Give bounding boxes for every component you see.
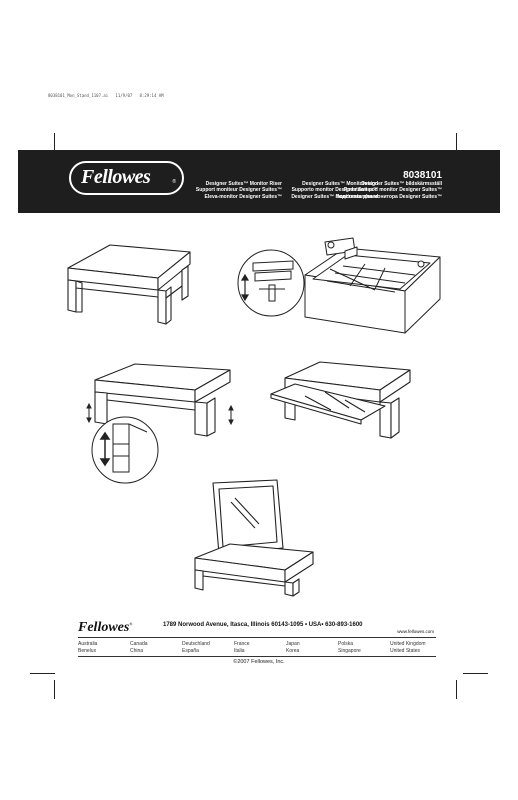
product-name: Designer Suites™ Monitorstand <box>302 181 378 187</box>
product-names-col-2: Designer Suites™ Monitorstand Supporto m… <box>291 181 378 200</box>
crop-mark-top-left-v <box>54 133 55 152</box>
country-column: Australia Benelux <box>78 641 97 655</box>
illustration-riser-assembled <box>67 244 191 325</box>
illustration-height-adjust <box>86 363 234 484</box>
crop-mark-bottom-left-v <box>54 680 55 699</box>
country-name: United States <box>390 648 421 654</box>
product-names-col-3: Designer Suites™ bildskärmsställ Podstaw… <box>336 181 442 200</box>
country-column: Polska Singapore <box>338 641 361 655</box>
model-number: 8038101 <box>403 170 442 181</box>
product-name: Supporto monitor Designer Suites™ <box>291 187 378 194</box>
illustration-riser-flipped <box>237 237 441 334</box>
product-name: Designer Suites™ Monitor Riser <box>205 181 282 187</box>
crop-mark-bottom-left-h <box>30 673 55 674</box>
product-name: Eleva-monitor Designer Suites™ <box>204 193 282 200</box>
country-column: Deutschland España <box>182 641 210 655</box>
country-column: United Kingdom United States <box>390 641 426 655</box>
country-column: France Italia <box>234 641 250 655</box>
footer-logo-registered-mark: ® <box>129 621 133 627</box>
illustration-monitor-on-riser <box>194 479 314 597</box>
product-names-col-1: Designer Suites™ Monitor Riser Support m… <box>196 181 282 200</box>
country-name: United Kingdom <box>390 641 426 647</box>
website-url[interactable]: www.fellowes.com <box>397 629 434 634</box>
logo-registered-mark: ® <box>172 179 176 185</box>
product-name: Подставка для монитора Designer Suites™ <box>335 193 442 200</box>
country-name: Polska <box>338 641 354 647</box>
logo-text: Fellowes <box>81 166 151 188</box>
country-name: France <box>234 641 250 647</box>
company-address: 1789 Norwood Avenue, Itasca, Illinois 60… <box>163 622 363 628</box>
footer-rule-bottom <box>78 656 436 657</box>
product-name: Designer Suites™ monitorstandaard <box>291 193 378 200</box>
country-column: Japan Korea <box>286 641 300 655</box>
country-name: Italia <box>234 648 245 654</box>
product-name: Podstawa pod monitor Designer Suites™ <box>343 187 442 194</box>
crop-mark-bottom-right-h <box>463 673 488 674</box>
country-name: Benelux <box>78 648 97 654</box>
country-name: Japan <box>286 641 300 647</box>
country-name: China <box>130 648 144 654</box>
file-header: 8038101_Mon_Stand_1107.ai 11/9/07 8:29:1… <box>48 93 164 98</box>
product-name: Designer Suites™ bildskärmsställ <box>361 181 442 187</box>
crop-mark-bottom-right-v <box>456 680 457 699</box>
header-band: Fellowes ® Designer Suites™ Monitor Rise… <box>18 150 500 213</box>
illustration-drawer-open <box>270 361 411 439</box>
fellowes-logo: Fellowes ® <box>69 161 184 195</box>
footer-logo: Fellowes® <box>78 620 132 636</box>
country-name: Korea <box>286 648 300 654</box>
country-name: Canada <box>130 641 148 647</box>
footer-logo-text: Fellowes <box>78 620 130 635</box>
product-name: Support moniteur Designer Suites™ <box>195 187 282 194</box>
country-name: España <box>182 648 199 654</box>
country-column: Canada China <box>130 641 148 655</box>
copyright: ©2007 Fellowes, Inc. <box>233 659 285 665</box>
country-name: Singapore <box>338 648 361 654</box>
footer-rule-top <box>78 637 436 638</box>
country-name: Deutschland <box>182 641 210 647</box>
crop-mark-top-right-v <box>456 133 457 152</box>
country-name: Australia <box>78 641 98 647</box>
